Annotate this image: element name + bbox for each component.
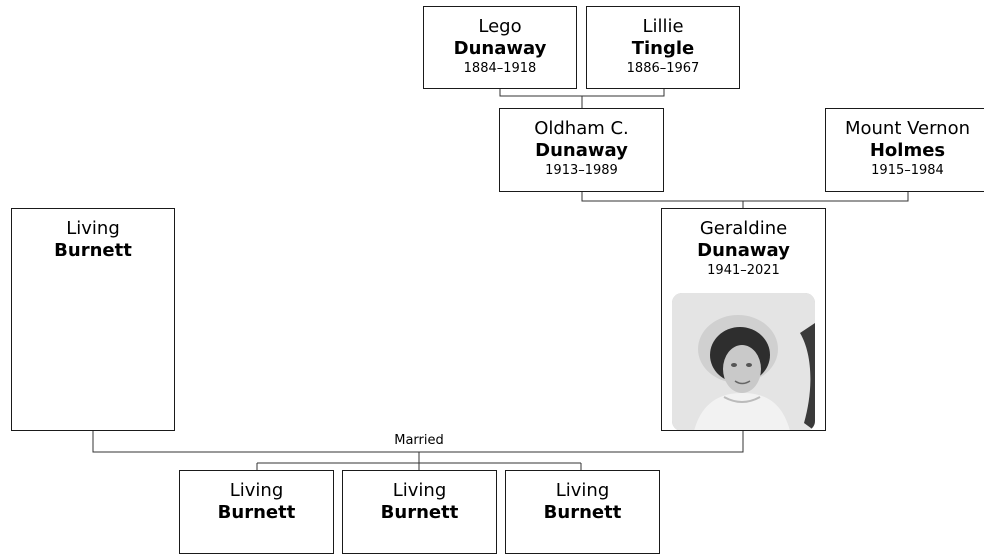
given-name: Geraldine [699,218,788,239]
person-card-lillie-tingle[interactable]: Lillie Tingle 1886–1967 [586,6,740,89]
surname: Burnett [543,502,622,523]
person-card-child-1[interactable]: Living Burnett [179,470,334,554]
surname: Dunaway [697,240,790,261]
person-card-lego-dunaway[interactable]: Lego Dunaway 1884–1918 [423,6,577,89]
connector-grandparents [499,89,665,97]
given-name: Living [555,480,610,501]
given-name: Living [392,480,447,501]
surname: Burnett [54,240,132,261]
given-name: Living [229,480,284,501]
life-dates: 1886–1967 [626,61,700,76]
person-card-child-2[interactable]: Living Burnett [342,470,497,554]
life-dates: 1941–2021 [707,263,780,278]
portrait-image [672,293,815,430]
surname: Dunaway [453,38,547,59]
surname: Tingle [631,38,695,59]
marriage-label: Married [384,433,454,449]
surname: Burnett [380,502,459,523]
connector-parents [581,192,909,202]
connector-children-drops [256,463,582,470]
given-name: Lego [478,16,522,37]
person-card-oldham-dunaway[interactable]: Oldham C. Dunaway 1913–1989 [499,108,664,192]
life-dates: 1913–1989 [545,163,618,178]
given-name: Lillie [642,16,684,37]
surname: Dunaway [535,140,628,161]
connector-marriage [92,431,744,453]
surname: Holmes [869,140,946,161]
person-card-living-burnett-father[interactable]: Living Burnett [11,208,175,431]
person-card-geraldine-dunaway[interactable]: Geraldine Dunaway 1941–2021 [661,208,826,431]
person-card-child-3[interactable]: Living Burnett [505,470,660,554]
life-dates: 1915–1984 [871,163,944,178]
given-name: Living [66,218,120,239]
life-dates: 1884–1918 [463,61,537,76]
person-card-mount-vernon-holmes[interactable]: Mount Vernon Holmes 1915–1984 [825,108,984,192]
given-name: Oldham C. [534,118,629,139]
portrait-photo [672,293,815,430]
surname: Burnett [217,502,296,523]
given-name: Mount Vernon [844,118,971,139]
